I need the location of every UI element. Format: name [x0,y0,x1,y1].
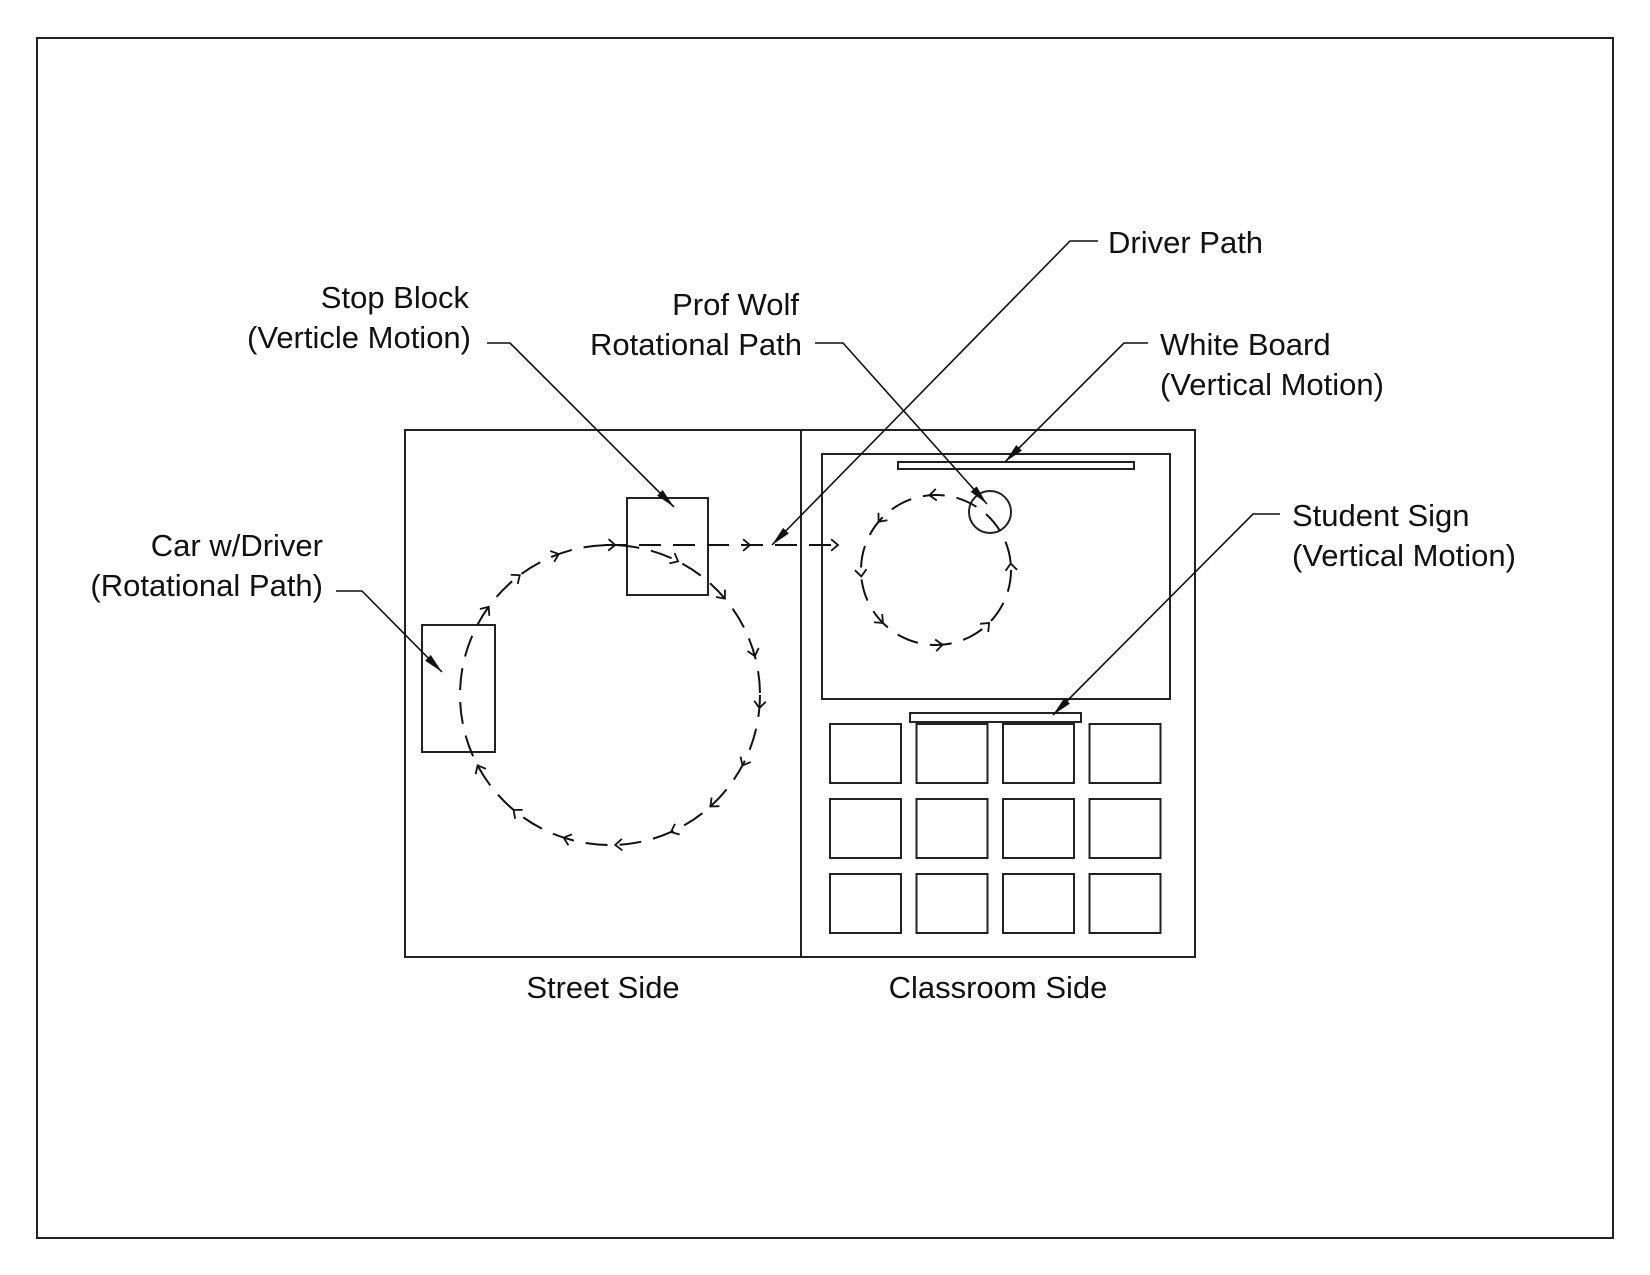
prof-wolf [968,490,1012,534]
student-sign [909,712,1082,723]
label-white-board-line1: White Board [1160,327,1331,362]
label-prof-wolf-line1: Prof Wolf [672,287,799,322]
direction-chevron [549,550,561,563]
label-street-side: Street Side [526,970,679,1005]
car-rotational-path [459,544,761,846]
direction-chevron [669,552,680,565]
direction-chevron [830,538,840,552]
direction-chevron [715,589,726,600]
label-driver-path: Driver Path [1108,225,1263,260]
classroom-front-area [821,453,1171,700]
leader-car [336,590,443,673]
leader-driver-path [771,240,1098,546]
label-prof-wolf-line2: Rotational Path [590,327,802,362]
direction-chevron [934,638,944,652]
student-desk [1002,873,1075,934]
leader-stop-block [487,342,675,508]
direction-chevron [746,647,760,658]
label-student-sign-line2: (Vertical Motion) [1292,538,1516,573]
direction-chevron [739,756,752,767]
direction-chevron [854,568,868,578]
direction-chevron [607,538,617,552]
page-frame [36,37,1614,1239]
direction-chevron [1004,562,1018,572]
label-stop-block-line1: Stop Block [321,280,470,315]
direction-chevron [474,764,487,775]
street-side-area [404,429,802,958]
leader-prof-wolf [815,342,988,505]
leader-white-board [1004,342,1148,463]
direction-chevron [979,622,991,633]
student-desk [1002,723,1075,784]
label-classroom-side: Classroom Side [889,970,1108,1005]
direction-chevron [928,488,938,502]
student-desk [829,723,902,784]
direction-chevron [742,538,752,552]
path-direction-arrows [474,488,1018,852]
direction-chevron [709,797,720,808]
student-desk [1088,723,1162,784]
car-with-driver [421,624,496,753]
label-car-line1: Car w/Driver [151,528,323,563]
direction-chevron [669,823,680,836]
direction-chevron [613,838,623,852]
student-desk-grid [829,723,1162,934]
student-desk [1002,798,1075,859]
direction-chevron [510,573,521,585]
student-desk [829,873,902,934]
student-desk [1088,873,1162,934]
student-desk [915,723,989,784]
direction-chevron [479,605,491,616]
direction-chevron [873,613,884,625]
prof-rotational-path [860,494,1012,646]
label-white-board-line2: (Vertical Motion) [1160,367,1384,402]
label-stop-block-line2: (Verticle Motion) [247,320,471,355]
student-desk [915,798,989,859]
classroom-side-area [800,429,1196,958]
label-car-line2: (Rotational Path) [90,568,323,603]
stop-block [626,497,709,596]
student-desk [915,873,989,934]
direction-chevron [512,808,523,819]
direction-chevron [753,700,767,710]
direction-chevron [877,512,888,523]
student-desk [1088,798,1162,859]
label-student-sign-line1: Student Sign [1292,498,1470,533]
direction-chevron [562,833,573,846]
student-desk [829,798,902,859]
white-board [897,461,1135,470]
leader-student-sign [1052,513,1280,716]
